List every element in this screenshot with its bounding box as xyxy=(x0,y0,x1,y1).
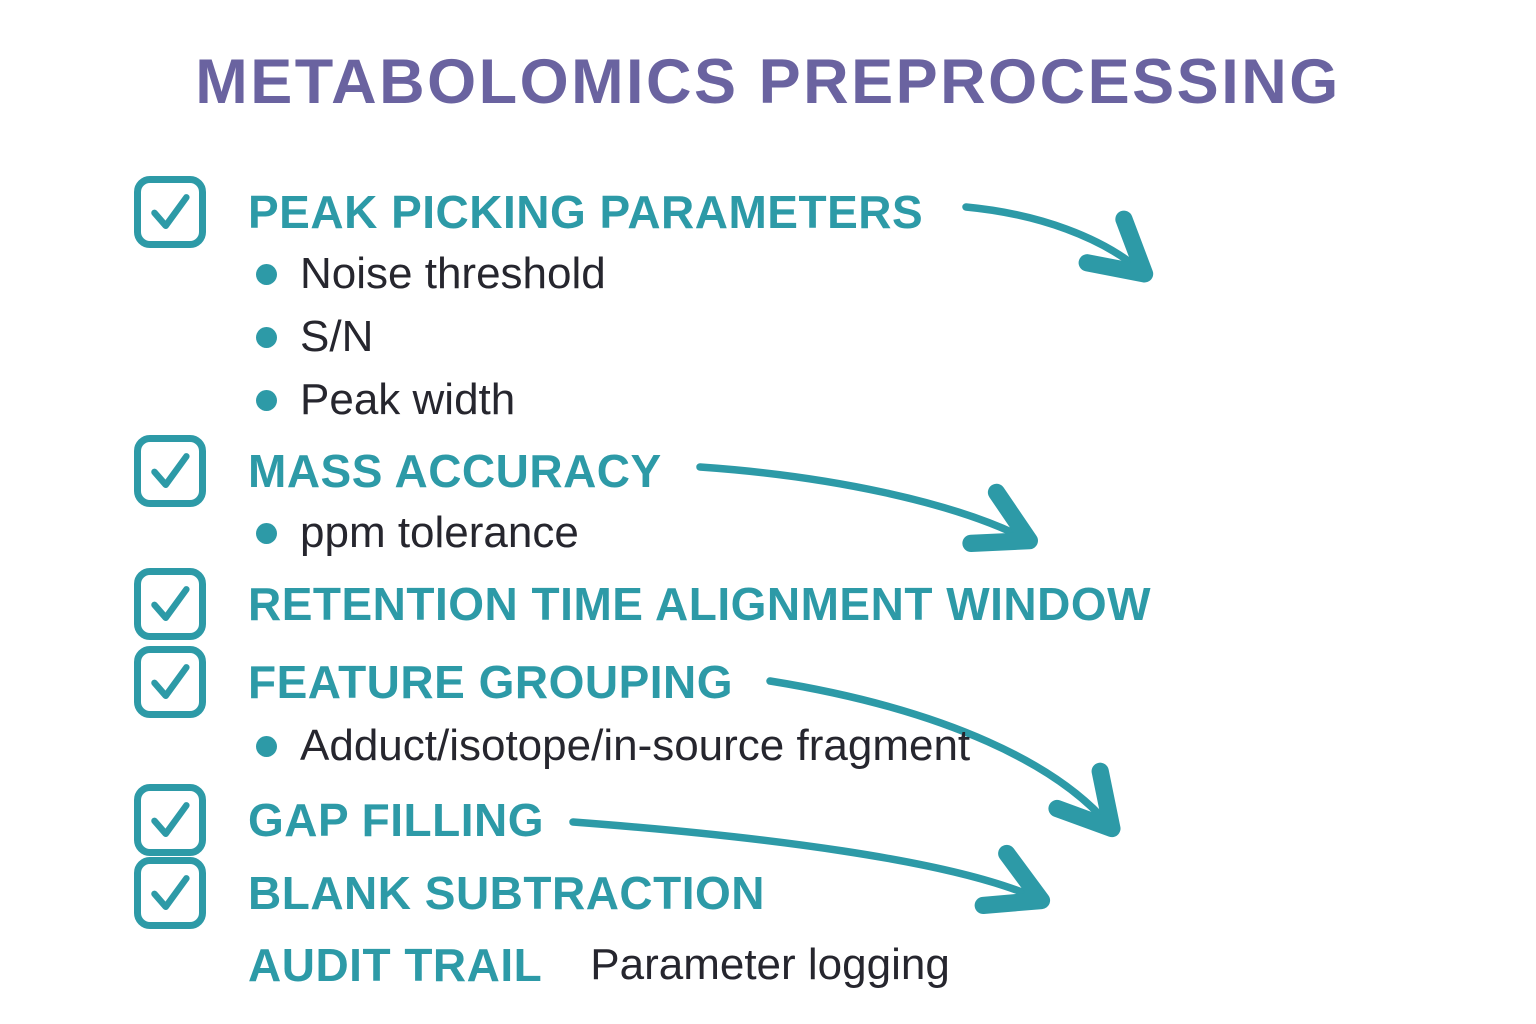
checklist-item-blank-subtraction: BLANK SUBTRACTION xyxy=(134,856,765,930)
checklist-item-peak-picking: PEAK PICKING PARAMETERS xyxy=(134,175,923,249)
bullet-label: Noise threshold xyxy=(300,249,606,298)
bullet-label: S/N xyxy=(300,312,374,361)
checkbox-checked-icon xyxy=(134,568,206,640)
bullet-dot-icon xyxy=(256,735,277,757)
checklist-item-rt-alignment: RETENTION TIME ALIGNMENT WINDOW xyxy=(134,567,1151,641)
item-label: AUDIT TRAIL xyxy=(248,939,543,991)
item-label: BLANK SUBTRACTION xyxy=(248,867,766,919)
bullet-label: ppm tolerance xyxy=(300,508,579,557)
page-title: METABOLOMICS PREPROCESSING xyxy=(195,47,1341,117)
curved-arrow-2 xyxy=(696,463,1038,553)
item-note: Parameter logging xyxy=(590,940,950,989)
checkbox-checked-icon xyxy=(134,857,206,929)
bullet-peak-width: Peak width xyxy=(256,375,516,424)
item-label: GAP FILLING xyxy=(248,794,544,846)
item-label: FEATURE GROUPING xyxy=(248,656,734,708)
checklist-item-gap-filling: GAP FILLING xyxy=(134,783,544,857)
item-label: RETENTION TIME ALIGNMENT WINDOW xyxy=(248,578,1152,630)
bullet-adduct-isotope: Adduct/isotope/in-source fragment xyxy=(256,721,971,770)
checkbox-checked-icon xyxy=(134,646,206,718)
bullet-label: Adduct/isotope/in-source fragment xyxy=(300,721,971,770)
bullet-label: Peak width xyxy=(300,375,516,424)
curved-arrow-1 xyxy=(962,203,1154,283)
checklist-item-mass-accuracy: MASS ACCURACY xyxy=(134,434,662,508)
bullet-noise-threshold: Noise threshold xyxy=(256,249,606,298)
item-label: MASS ACCURACY xyxy=(248,445,662,497)
checkbox-checked-icon xyxy=(134,784,206,856)
checklist-item-audit-trail: AUDIT TRAIL Parameter logging xyxy=(134,928,950,1002)
bullet-dot-icon xyxy=(256,389,277,411)
bullet-ppm-tolerance: ppm tolerance xyxy=(256,508,579,557)
bullet-sn: S/N xyxy=(256,312,374,361)
bullet-dot-icon xyxy=(256,263,277,285)
checkbox-checked-icon xyxy=(134,435,206,507)
bullet-dot-icon xyxy=(256,326,277,348)
checklist-item-feature-grouping: FEATURE GROUPING xyxy=(134,645,733,719)
item-label: PEAK PICKING PARAMETERS xyxy=(248,186,924,238)
checkbox-checked-icon xyxy=(134,176,206,248)
bullet-dot-icon xyxy=(256,522,277,544)
